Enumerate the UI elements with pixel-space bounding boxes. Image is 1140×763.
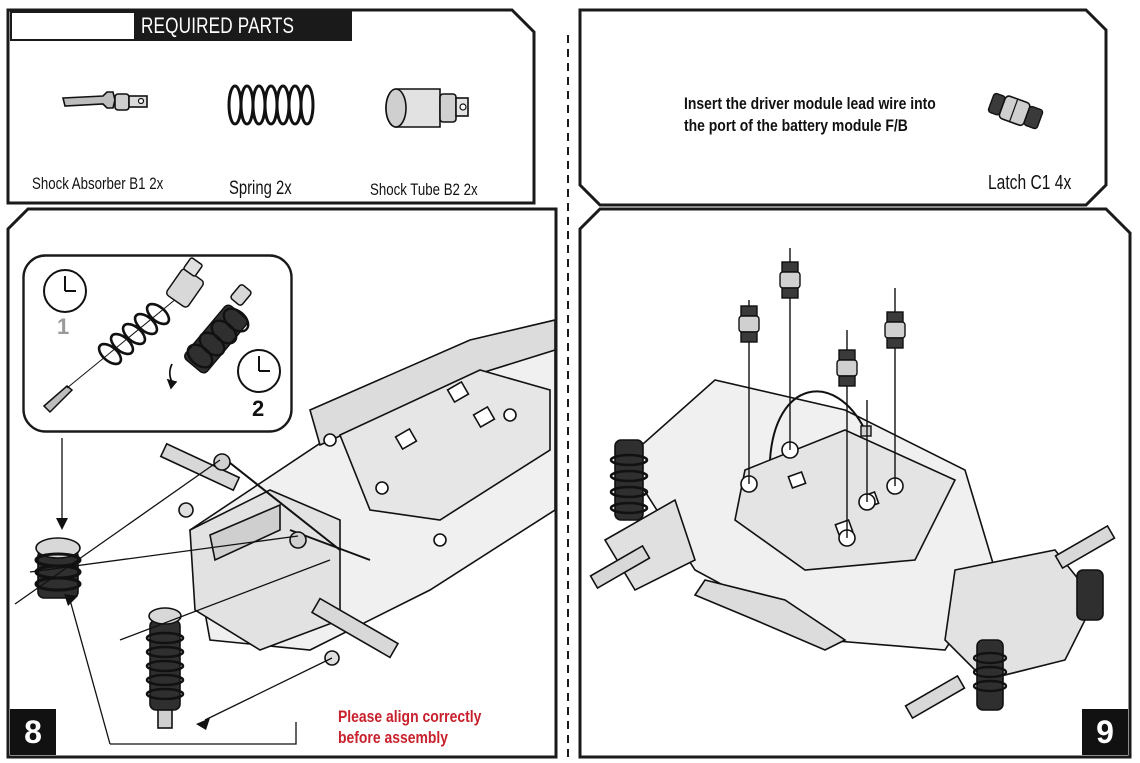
part-label-spring: Spring 2x (229, 178, 292, 199)
sub-step-2-label: 2 (252, 396, 265, 421)
part-label-shock-tube: Shock Tube B2 2x (370, 180, 478, 199)
part-label-shock-absorber: Shock Absorber B1 2x (32, 174, 164, 193)
step8-chassis-illustration (14, 319, 555, 745)
step9-parts-panel-frame (578, 8, 1108, 207)
step9-instruction: Insert the driver module lead wire into … (684, 93, 936, 137)
step9-instruction-line1: Insert the driver module lead wire into (684, 94, 936, 113)
clock-icon-1 (43, 269, 87, 313)
required-parts-header (136, 11, 352, 41)
alignment-note-line1: Please align correctly (338, 707, 482, 726)
step-number-9: 9 (1082, 709, 1128, 755)
shock-tube-icon (385, 88, 469, 128)
shock-assembly-inset (22, 254, 293, 433)
clock-icon-2 (237, 349, 281, 393)
required-parts-panel-frame (6, 8, 536, 205)
shock-absorber-icon (61, 91, 148, 111)
alignment-note: Please align correctly before assembly (338, 706, 481, 748)
step9-panel-frame (578, 207, 1132, 759)
step9-chassis-illustration (589, 248, 1116, 720)
part-label-latch: Latch C1 4x (988, 172, 1072, 194)
required-parts-title: REQUIRED PARTS (141, 13, 295, 38)
step-number-8: 8 (10, 709, 56, 755)
step8-panel-frame (6, 207, 558, 759)
required-parts-header-blank (10, 11, 136, 41)
alignment-note-line2: before assembly (338, 728, 449, 747)
sub-step-1-label: 1 (57, 314, 70, 339)
latch-icon (987, 92, 1044, 130)
latch-parts (738, 261, 906, 387)
step9-instruction-line2: the port of the battery module F/B (684, 116, 908, 135)
spring-icon (227, 84, 315, 126)
